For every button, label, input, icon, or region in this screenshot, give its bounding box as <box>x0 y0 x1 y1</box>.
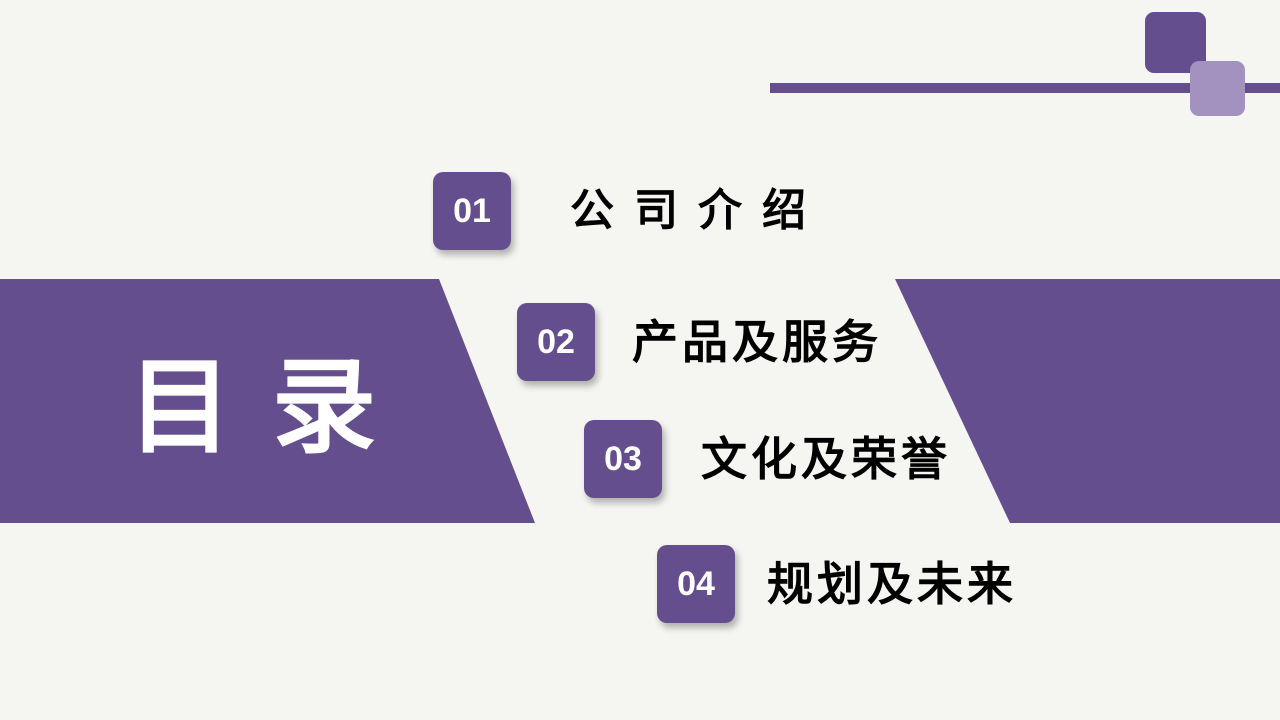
toc-item-1[interactable]: 01 <box>433 172 511 250</box>
left-title-band <box>0 279 535 523</box>
slide-title: 目录 <box>128 346 417 468</box>
decorative-light-square <box>1190 61 1245 116</box>
toc-item-3[interactable]: 03 <box>584 420 662 498</box>
toc-number-badge: 03 <box>584 420 662 498</box>
toc-item-label[interactable]: 产品及服务 <box>632 315 882 369</box>
right-decorative-band <box>895 279 1280 523</box>
toc-item-label[interactable]: 规划及未来 <box>767 557 1017 611</box>
toc-number-badge: 01 <box>433 172 511 250</box>
toc-item-4[interactable]: 04 <box>657 545 735 623</box>
decorative-top-line <box>770 83 1280 93</box>
toc-number-badge: 02 <box>517 303 595 381</box>
toc-number-badge: 04 <box>657 545 735 623</box>
toc-item-label[interactable]: 文化及荣誉 <box>701 432 951 486</box>
toc-item-label[interactable]: 公司介绍 <box>570 185 826 236</box>
toc-item-2[interactable]: 02 <box>517 303 595 381</box>
